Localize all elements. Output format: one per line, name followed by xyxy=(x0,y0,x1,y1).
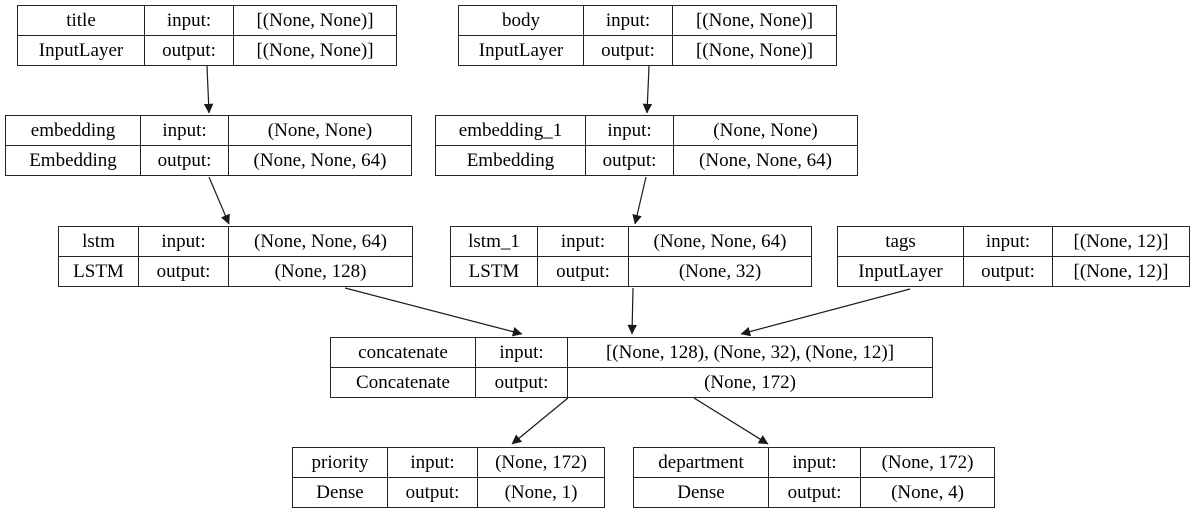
input-shape: (None, None) xyxy=(673,115,858,146)
node-tags: tags input: [(None, 12)] InputLayer outp… xyxy=(837,226,1190,287)
layer-class: Dense xyxy=(292,477,388,508)
input-shape: [(None, None)] xyxy=(672,5,837,36)
input-shape: (None, 172) xyxy=(477,447,605,478)
layer-class: InputLayer xyxy=(837,256,964,287)
edge-concatenate-department xyxy=(693,397,769,445)
input-label: input: xyxy=(138,226,229,257)
layer-class: InputLayer xyxy=(17,35,145,66)
input-shape: (None, None) xyxy=(228,115,412,146)
output-label: output: xyxy=(475,367,568,398)
input-label: input: xyxy=(585,115,674,146)
node-lstm: lstm input: (None, None, 64) LSTM output… xyxy=(58,226,413,287)
input-label: input: xyxy=(768,447,861,478)
layer-class: InputLayer xyxy=(458,35,584,66)
output-shape: [(None, None)] xyxy=(233,35,397,66)
layer-name: department xyxy=(633,447,769,478)
input-shape: (None, 172) xyxy=(860,447,995,478)
input-label: input: xyxy=(140,115,229,146)
input-shape: (None, None, 64) xyxy=(628,226,812,257)
input-shape: [(None, 12)] xyxy=(1052,226,1190,257)
input-shape: (None, None, 64) xyxy=(228,226,413,257)
edge-concatenate-priority xyxy=(511,397,569,445)
layer-class: Dense xyxy=(633,477,769,508)
layer-name: lstm xyxy=(58,226,139,257)
layer-name: tags xyxy=(837,226,964,257)
input-label: input: xyxy=(144,5,234,36)
output-label: output: xyxy=(140,145,229,176)
layer-name: lstm_1 xyxy=(450,226,538,257)
input-label: input: xyxy=(387,447,478,478)
node-embedding_1: embedding_1 input: (None, None) Embeddin… xyxy=(435,115,858,176)
edge-lstm-concatenate xyxy=(344,287,523,337)
input-label: input: xyxy=(475,337,568,368)
output-shape: [(None, None)] xyxy=(672,35,837,66)
node-body: body input: [(None, None)] InputLayer ou… xyxy=(458,5,837,66)
edge-embedding-lstm xyxy=(208,176,230,225)
output-shape: (None, 172) xyxy=(567,367,933,398)
node-title: title input: [(None, None)] InputLayer o… xyxy=(17,5,397,66)
node-embedding: embedding input: (None, None) Embedding … xyxy=(5,115,412,176)
layer-class: Embedding xyxy=(435,145,586,176)
node-lstm_1: lstm_1 input: (None, None, 64) LSTM outp… xyxy=(450,226,812,287)
output-shape: (None, 32) xyxy=(628,256,812,287)
layer-name: embedding_1 xyxy=(435,115,586,146)
output-shape: (None, None, 64) xyxy=(228,145,412,176)
input-label: input: xyxy=(583,5,673,36)
layer-name: title xyxy=(17,5,145,36)
input-shape: [(None, 128), (None, 32), (None, 12)] xyxy=(567,337,933,368)
layer-class: LSTM xyxy=(450,256,538,287)
layer-name: concatenate xyxy=(330,337,476,368)
output-shape: (None, None, 64) xyxy=(673,145,858,176)
layer-name: body xyxy=(458,5,584,36)
input-label: input: xyxy=(537,226,629,257)
output-label: output: xyxy=(537,256,629,287)
output-label: output: xyxy=(583,35,673,66)
node-department: department input: (None, 172) Dense outp… xyxy=(633,447,995,508)
output-shape: (None, 128) xyxy=(228,256,413,287)
output-shape: (None, 1) xyxy=(477,477,605,508)
node-concatenate: concatenate input: [(None, 128), (None, … xyxy=(330,337,933,398)
output-label: output: xyxy=(963,256,1053,287)
output-label: output: xyxy=(144,35,234,66)
edge-body-embedding_1 xyxy=(642,65,653,114)
output-shape: (None, 4) xyxy=(860,477,995,508)
edge-lstm_1-concatenate xyxy=(627,287,637,335)
output-shape: [(None, 12)] xyxy=(1052,256,1190,287)
edge-title-embedding xyxy=(203,65,214,114)
layer-class: LSTM xyxy=(58,256,139,287)
layer-class: Embedding xyxy=(5,145,141,176)
edge-embedding_1-lstm_1 xyxy=(632,176,647,225)
output-label: output: xyxy=(138,256,229,287)
output-label: output: xyxy=(768,477,861,508)
output-label: output: xyxy=(585,145,674,176)
edge-tags-concatenate xyxy=(740,288,911,337)
input-shape: [(None, None)] xyxy=(233,5,397,36)
layer-name: embedding xyxy=(5,115,141,146)
layer-name: priority xyxy=(292,447,388,478)
output-label: output: xyxy=(387,477,478,508)
input-label: input: xyxy=(963,226,1053,257)
node-priority: priority input: (None, 172) Dense output… xyxy=(292,447,605,508)
layer-class: Concatenate xyxy=(330,367,476,398)
